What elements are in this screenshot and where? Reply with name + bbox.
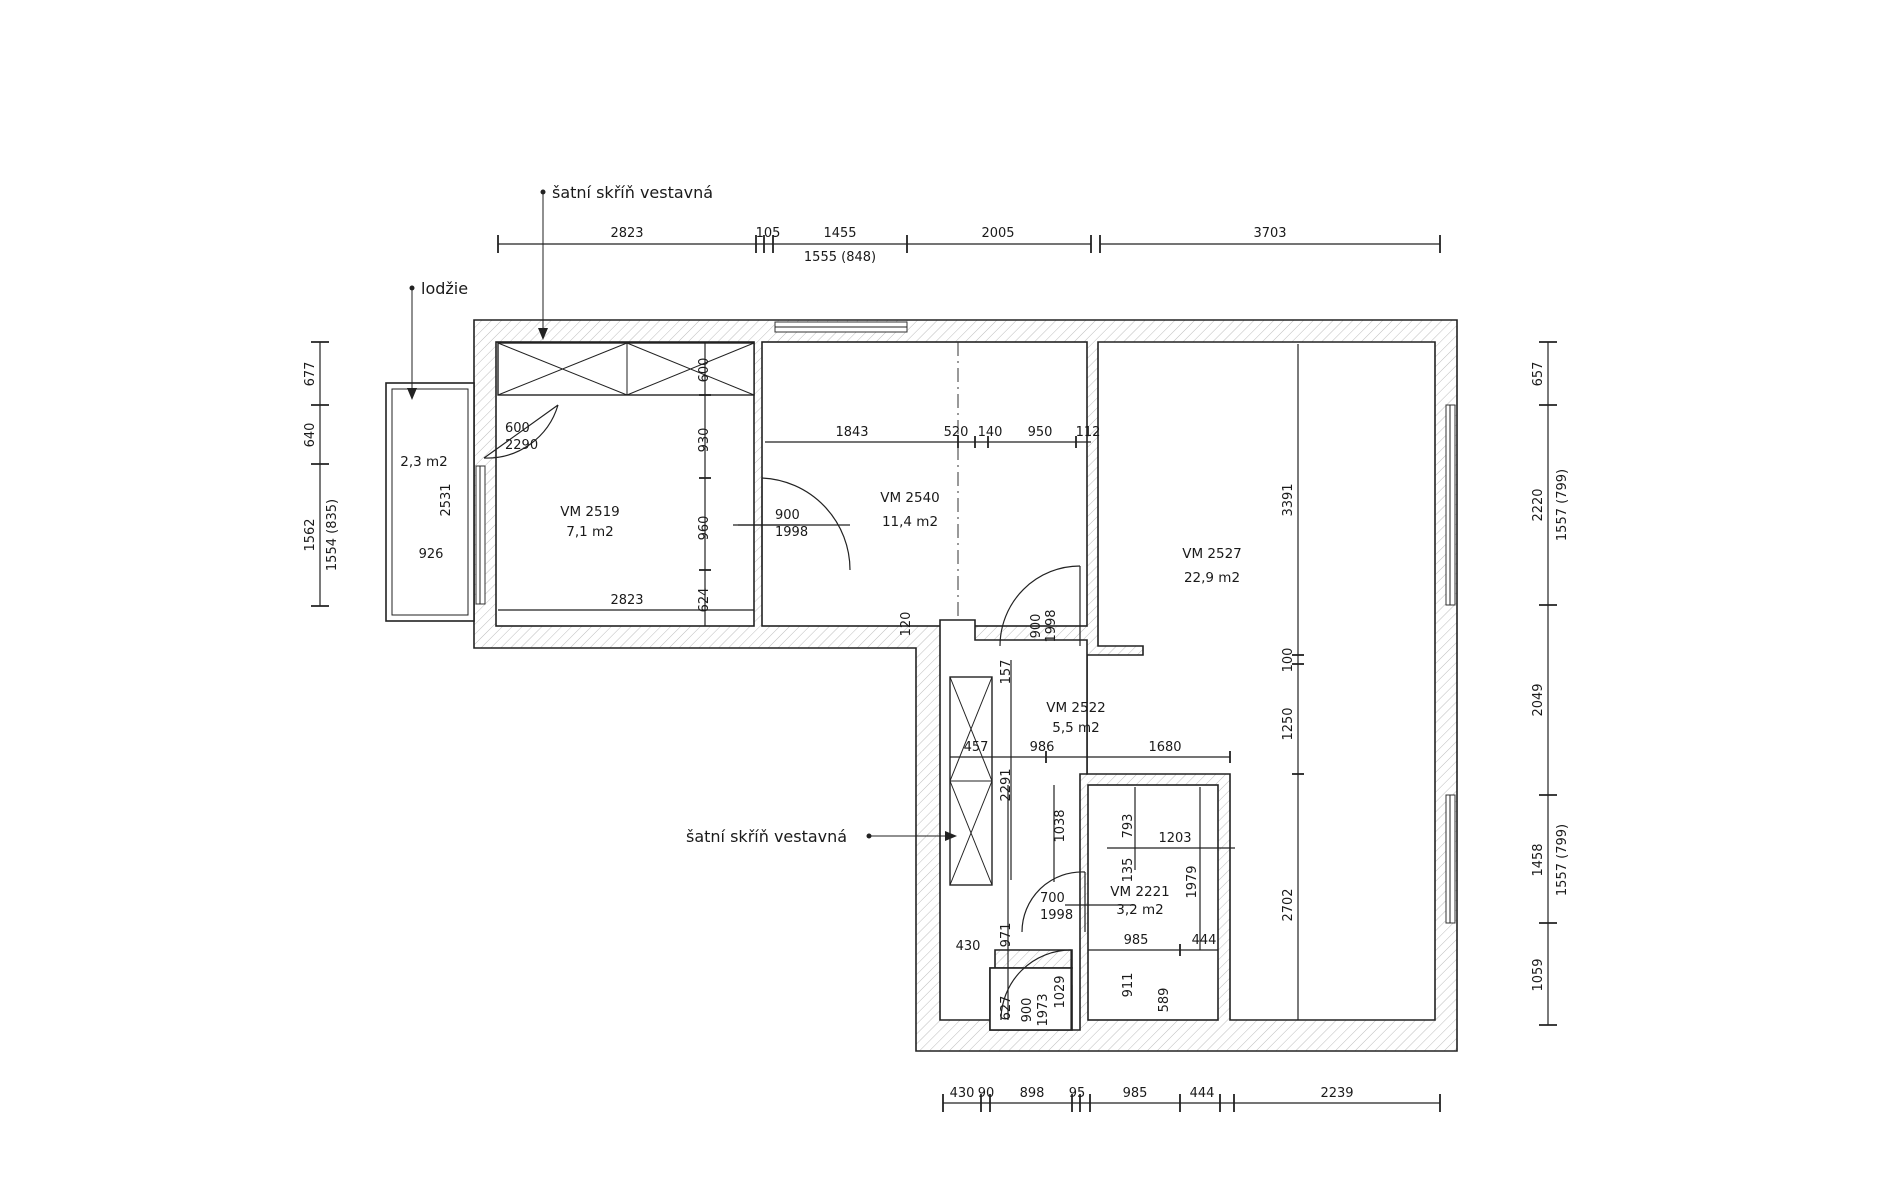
dim-2519-door-h: 2290: [505, 438, 538, 453]
dim-bath-door-w: 700: [1040, 891, 1065, 906]
dim-hall-door-h: 1998: [1044, 609, 1059, 642]
door-hall[interactable]: [999, 565, 1081, 647]
loggia-area: 2,3 m2: [400, 454, 448, 470]
dim-right-1: 657: [1531, 362, 1546, 387]
dim-right-2: 2220: [1531, 488, 1546, 521]
room-2527-area: 22,9 m2: [1184, 570, 1240, 586]
room-2540-name: VM 2540: [880, 490, 940, 506]
room-2540-area: 11,4 m2: [882, 514, 938, 530]
dim-right-3: 2049: [1531, 683, 1546, 716]
loggia-rail: [391, 388, 469, 616]
room-2527-name: VM 2527: [1182, 546, 1242, 562]
dim-hall-w3: 1680: [1148, 740, 1181, 755]
dim-bottom-5: 985: [1123, 1086, 1148, 1101]
dim-bottom-7: 2239: [1320, 1086, 1353, 1101]
dim-bottom-2: 90: [978, 1086, 995, 1101]
dim-bath-w2: 985: [1124, 933, 1149, 948]
dim-top-4: 2005: [981, 226, 1014, 241]
dim-right-sub-2: 1557 (799): [1555, 824, 1570, 896]
dim-hall-w4: 430: [956, 939, 981, 954]
dim-hall-h2: 1038: [1053, 809, 1068, 842]
dim-2519-door-w: 600: [505, 421, 530, 436]
dim-2519-h1: 930: [697, 428, 712, 453]
dim-2540-w2: 520: [944, 425, 969, 440]
callout-loggia-leader: [407, 285, 417, 400]
dim-left-sub: 1554 (835): [325, 499, 340, 571]
door-wc[interactable]: [1000, 949, 1072, 1030]
dim-2527-h3: 1250: [1281, 707, 1296, 740]
dim-2540-w5: 112: [1076, 425, 1101, 440]
dim-left-1: 677: [303, 362, 318, 387]
dim-bottom-3: 898: [1020, 1086, 1045, 1101]
wardrobe-top: [497, 342, 755, 396]
dim-bath-h1: 793: [1121, 814, 1136, 839]
callout-wardrobe-hall: šatní skříň vestavná: [686, 827, 847, 846]
dim-2540-small: 120: [899, 612, 914, 637]
dim-wc-h2: 1029: [1053, 975, 1068, 1008]
callout-loggia: lodžie: [421, 279, 468, 298]
dim-bath-h2: 135: [1121, 858, 1136, 883]
room-2221-area: 3,2 m2: [1116, 902, 1164, 918]
dim-2540-w4: 950: [1028, 425, 1053, 440]
wardrobe-hall: [949, 676, 993, 886]
dim-right-sub-1: 1557 (799): [1555, 469, 1570, 541]
dim-bottom-6: 444: [1190, 1086, 1215, 1101]
dim-hall-h1: 157: [999, 660, 1014, 685]
dim-2527-h4: 2702: [1281, 888, 1296, 921]
dim-bath-h3: 1979: [1185, 865, 1200, 898]
callout-wardrobe-hall-leader: [866, 831, 957, 841]
room-2221-interior: [1087, 784, 1219, 1021]
dim-top-5: 3703: [1253, 226, 1286, 241]
dim-right-4: 1458: [1531, 843, 1546, 876]
dim-bottom-1: 430: [950, 1086, 975, 1101]
dim-2519-h2: 960: [697, 516, 712, 541]
dim-wc-door-h: 1973: [1036, 993, 1051, 1026]
dim-bath-w1: 1203: [1158, 831, 1191, 846]
door-bathroom[interactable]: [1021, 871, 1086, 933]
door-room-2519[interactable]: [483, 404, 559, 459]
dim-hall-w2: 986: [1030, 740, 1055, 755]
dim-hall-robe-h: 2291: [999, 768, 1014, 801]
room-2221-name: VM 2221: [1110, 884, 1170, 900]
dim-hall-door-w: 900: [1029, 614, 1044, 639]
room-2522-name: VM 2522: [1046, 700, 1106, 716]
dim-2519-h3: 624: [697, 588, 712, 613]
dim-2519-width: 2823: [610, 593, 643, 608]
loggia-outline: [385, 382, 475, 622]
dim-hall-h3: 971: [999, 923, 1014, 948]
callout-wardrobe-top: šatní skříň vestavná: [552, 183, 713, 202]
callout-wardrobe-top-leader: [538, 189, 548, 340]
dim-right-5: 1059: [1531, 958, 1546, 991]
door-room-2540[interactable]: [761, 477, 851, 571]
dim-2540-w3: 140: [978, 425, 1003, 440]
dim-bath-h5: 589: [1157, 988, 1172, 1013]
dim-bottom-4: 95: [1069, 1086, 1086, 1101]
room-2519-area: 7,1 m2: [566, 524, 614, 540]
dim-wc-h1: 627: [999, 996, 1014, 1021]
dim-2540-door-h: 1998: [775, 525, 808, 540]
dim-bath-h4: 911: [1121, 973, 1136, 998]
room-2519-name: VM 2519: [560, 504, 620, 520]
dim-2527-h1: 3391: [1281, 483, 1296, 516]
dim-wc-door-w: 900: [1020, 998, 1035, 1023]
dim-2527-h2: 100: [1281, 648, 1296, 673]
dim-top-3: 1455: [823, 226, 856, 241]
dim-loggia-width: 926: [419, 547, 444, 562]
dim-left-2: 640: [303, 423, 318, 448]
dim-2519-wardrobe-depth: 600: [697, 358, 712, 383]
dim-2540-door-w: 900: [775, 508, 800, 523]
room-2540-interior: [761, 341, 1088, 627]
dim-bath-door-h: 1998: [1040, 908, 1073, 923]
room-2522-area: 5,5 m2: [1052, 720, 1100, 736]
dim-hall-w1: 457: [964, 740, 989, 755]
dim-lines: [311, 235, 1557, 1112]
dim-top-1: 2823: [610, 226, 643, 241]
dim-top-sub: 1555 (848): [804, 250, 876, 265]
dim-left-3: 1562: [303, 518, 318, 551]
dim-bath-w3: 444: [1192, 933, 1217, 948]
dim-loggia-height: 2531: [439, 483, 454, 516]
dim-2540-w1: 1843: [835, 425, 868, 440]
dim-top-2: 105: [756, 226, 781, 241]
